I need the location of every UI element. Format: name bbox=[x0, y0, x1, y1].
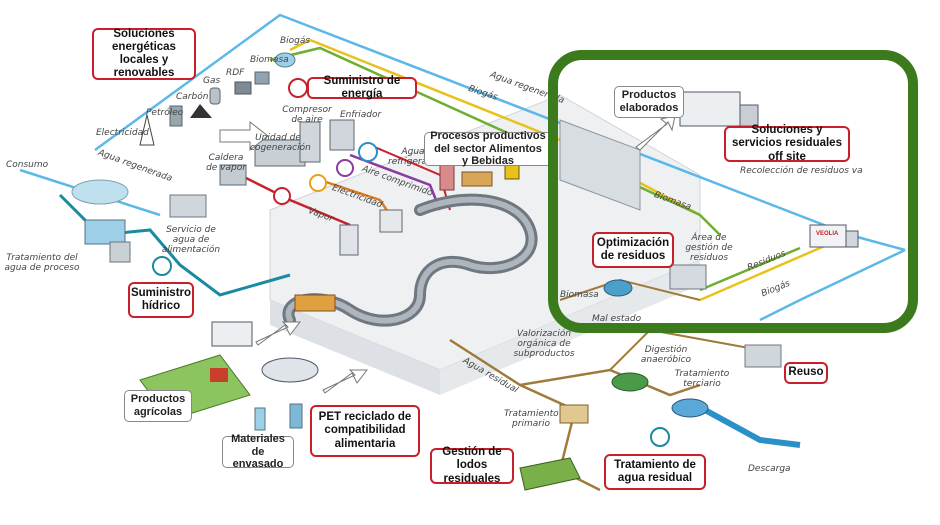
label-compresor-aire: Compresor de aire bbox=[282, 105, 332, 125]
water-treatment-icon bbox=[84, 219, 131, 263]
label-gas: Gas bbox=[203, 76, 221, 86]
label-agua-refrigerada: Agua refrigerada bbox=[388, 147, 439, 167]
label-digestion: Digestión anaeróbico bbox=[640, 345, 692, 365]
silo-icon bbox=[339, 224, 359, 256]
water-supply-icon bbox=[152, 256, 172, 276]
conveyor-belt-inner bbox=[285, 196, 535, 324]
label-tratamiento-agua-proceso: Tratamiento del agua de proceso bbox=[4, 253, 80, 273]
box-materiales-envasado: Materiales de envasado bbox=[222, 433, 294, 470]
box-soluciones-offsite: Soluciones y servicios residuales off si… bbox=[724, 124, 850, 163]
box-soluciones-energeticas: Soluciones energéticas locales y renovab… bbox=[92, 28, 196, 80]
label-mal-estado: Mal estado bbox=[592, 314, 642, 324]
label-tratamiento-primario: Tratamiento primario bbox=[504, 409, 559, 429]
truck-brand: VEOLIA bbox=[816, 231, 839, 237]
crates-icon bbox=[294, 294, 336, 312]
box-suministro-energia: Suministro de energía bbox=[307, 75, 417, 100]
waste-area-icon bbox=[669, 264, 707, 290]
rdf-bales-icon bbox=[234, 81, 252, 95]
label-valorizacion: Valorización orgánica de subproductos bbox=[513, 329, 575, 359]
label-rdf: RDF bbox=[226, 68, 245, 78]
box-gestion-lodos: Gestión de lodos residuales bbox=[430, 446, 514, 485]
oil-barrel-icon bbox=[169, 105, 183, 127]
biogas-tank-icon bbox=[274, 52, 296, 68]
label-petroleo: Petróleo bbox=[146, 108, 184, 118]
label-unidad-cogeneracion: Unidad de cogeneración bbox=[250, 133, 311, 153]
residuos-line bbox=[699, 246, 801, 292]
digester-small-icon bbox=[603, 279, 633, 297]
box-tratamiento-agua: Tratamiento de agua residual bbox=[604, 454, 706, 490]
box-pet-reciclado: PET reciclado de compatibilidad alimenta… bbox=[310, 405, 420, 457]
consumo-pond-icon bbox=[71, 179, 129, 205]
sludge-tractor-icon bbox=[519, 457, 581, 491]
box-productos-agricolas: Productos agrícolas bbox=[124, 390, 192, 422]
tanker-truck-icon bbox=[261, 357, 319, 383]
chilled-water-icon bbox=[336, 159, 354, 177]
gas-cylinders-icon bbox=[209, 87, 221, 105]
box-optimizacion-residuos: Optimización de residuos bbox=[592, 232, 674, 268]
label-electricidad-left: Electricidad bbox=[96, 128, 149, 138]
boiler-icon bbox=[219, 164, 247, 186]
arrow-inbound-1 bbox=[255, 321, 302, 346]
water-line-right bbox=[759, 248, 906, 322]
pallets-icon bbox=[461, 171, 493, 187]
highlight-frame bbox=[548, 50, 918, 333]
label-biomasa-top: Biomasa bbox=[250, 55, 289, 65]
sewage-line-2 bbox=[519, 383, 601, 492]
label-biogas-top: Biogás bbox=[280, 36, 311, 46]
box-reuso: Reuso bbox=[784, 362, 828, 384]
energy-supply-icon bbox=[288, 78, 308, 98]
label-consumo: Consumo bbox=[6, 160, 49, 170]
coal-pile-icon bbox=[190, 104, 212, 118]
box-procesos-productivos: Procesos productivos del sector Alimento… bbox=[424, 130, 552, 167]
biomass-pile-icon bbox=[254, 71, 270, 85]
label-descarga: Descarga bbox=[748, 464, 791, 474]
packaging-icon bbox=[254, 403, 303, 431]
cold-storage-icon bbox=[559, 119, 641, 211]
primary-treatment-icon bbox=[559, 404, 589, 424]
box-suministro-hidrico: Suministro hídrico bbox=[128, 282, 194, 318]
steam-icon bbox=[273, 187, 291, 205]
delivery-truck-icon bbox=[679, 91, 759, 127]
box-productos-elaborados: Productos elaborados bbox=[614, 86, 684, 118]
wastewater-icon bbox=[650, 427, 670, 447]
air-compressor-icon bbox=[299, 121, 321, 163]
inbound-truck-icon bbox=[211, 321, 253, 347]
storage-tank-icon bbox=[379, 209, 403, 233]
discharge-stream bbox=[703, 407, 801, 448]
label-tratamiento-terciario: Tratamiento terciario bbox=[674, 369, 730, 389]
label-caldera-vapor: Caldera de vapor bbox=[206, 153, 246, 173]
electricity-icon bbox=[309, 174, 327, 192]
label-biomasa-low: Biomasa bbox=[560, 290, 599, 300]
reuse-facility-icon bbox=[744, 344, 782, 368]
arrow-inbound-3 bbox=[219, 120, 269, 152]
label-servicio-agua: Servicio de agua de alimentación bbox=[161, 225, 221, 255]
power-pylon-icon bbox=[139, 114, 155, 146]
waste-truck-icon bbox=[809, 224, 859, 248]
chiller-icon bbox=[329, 119, 355, 151]
air-icon bbox=[358, 142, 378, 162]
tertiary-treatment-icon bbox=[671, 398, 709, 418]
label-recoleccion-residuos: Recolección de residuos va bbox=[740, 166, 863, 176]
label-enfriador: Enfriador bbox=[340, 110, 382, 120]
label-area-gestion: Área de gestión de residuos bbox=[685, 233, 733, 263]
label-carbon: Carbón bbox=[176, 92, 209, 102]
arrow-inbound-2 bbox=[322, 369, 369, 394]
digester-icon bbox=[611, 372, 649, 392]
factory-wall bbox=[270, 300, 440, 395]
feed-water-unit-icon bbox=[169, 194, 207, 218]
